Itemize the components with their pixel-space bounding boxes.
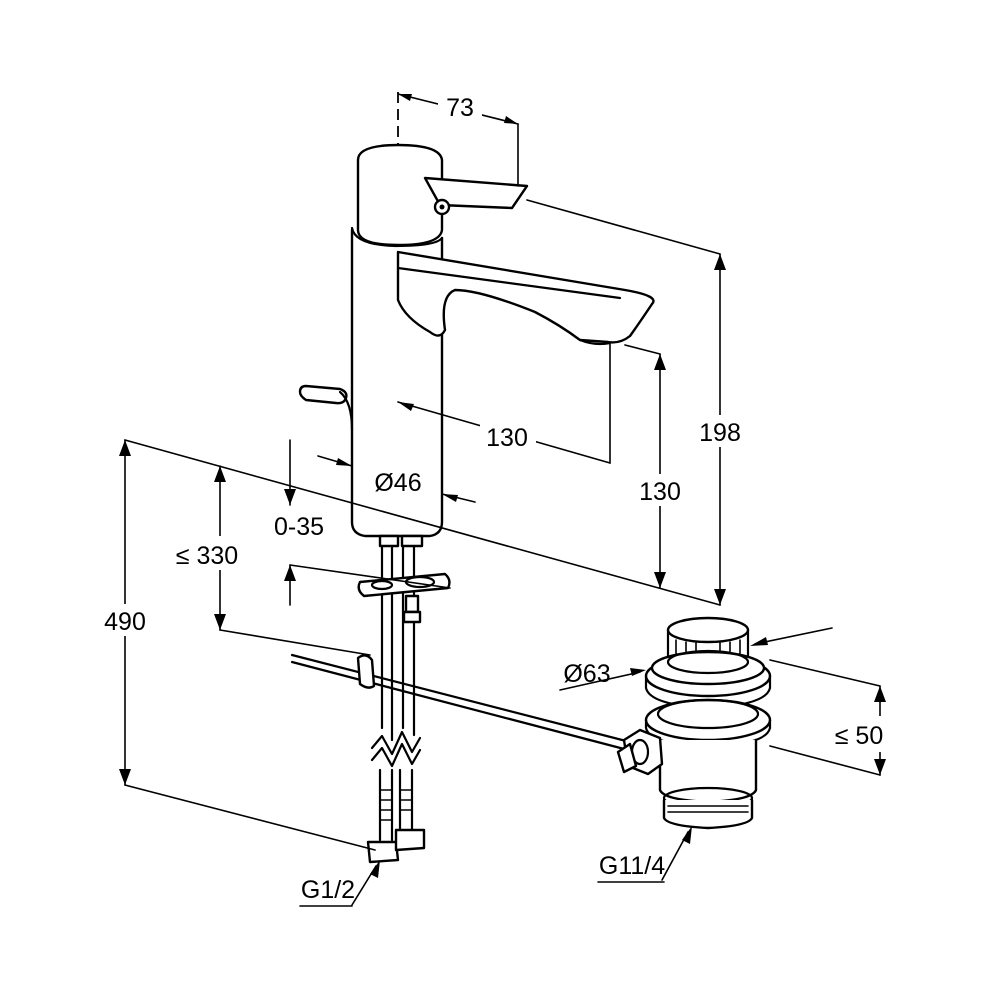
dimension-labels: 73 198 130 130 Ø46 0-35 ≤ 330 490 Ø63 ≤ … bbox=[98, 90, 896, 907]
dimension-lines bbox=[119, 93, 886, 906]
faucet bbox=[290, 92, 655, 864]
pull-rod bbox=[290, 653, 632, 752]
label-supply-thread: G1/2 bbox=[301, 876, 355, 904]
label-body-diameter: Ø46 bbox=[374, 469, 421, 497]
label-overall-height: 490 bbox=[104, 608, 146, 636]
label-spout-offset: 73 bbox=[446, 94, 474, 122]
label-waste-height: ≤ 50 bbox=[835, 722, 883, 750]
label-spout-clearance: 130 bbox=[639, 478, 681, 506]
popup-lift-knob bbox=[298, 384, 354, 432]
label-deck-thickness: 0-35 bbox=[274, 513, 324, 541]
label-spout-reach: 130 bbox=[486, 424, 528, 452]
waste-valve bbox=[616, 616, 772, 830]
label-spout-height-total: 198 bbox=[699, 419, 741, 447]
spout bbox=[396, 250, 655, 346]
label-waste-thread: G11/4 bbox=[599, 852, 665, 880]
lever-handle bbox=[356, 143, 529, 247]
label-rod-length: ≤ 330 bbox=[176, 542, 238, 570]
label-waste-diameter: Ø63 bbox=[563, 660, 610, 688]
